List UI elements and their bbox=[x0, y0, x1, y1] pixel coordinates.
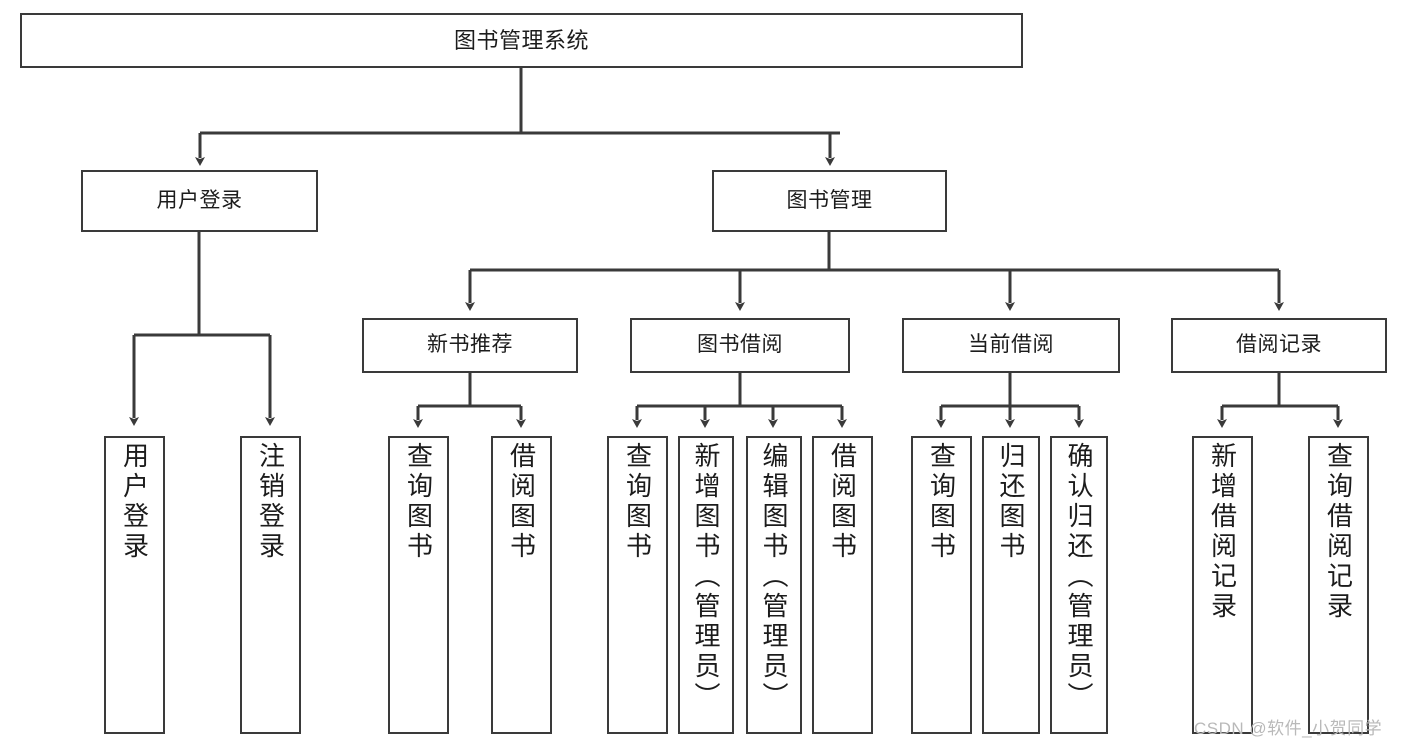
leaf-confirm-return-admin[interactable]: 确认归还（管理员） bbox=[1050, 436, 1108, 734]
node-label: 查询图书 bbox=[622, 442, 653, 562]
node-label: 归还图书 bbox=[996, 442, 1026, 562]
node-label: 查询借阅记录 bbox=[1323, 442, 1354, 622]
node-label: 新增图书（管理员） bbox=[691, 442, 721, 712]
node-borrow-records[interactable]: 借阅记录 bbox=[1171, 318, 1387, 373]
node-label: 确认归还（管理员） bbox=[1064, 442, 1094, 712]
node-label: 图书管理系统 bbox=[453, 27, 589, 53]
leaf-add-borrow-record[interactable]: 新增借阅记录 bbox=[1192, 436, 1253, 734]
leaf-add-book-admin[interactable]: 新增图书（管理员） bbox=[678, 436, 734, 734]
node-label: 用户登录 bbox=[156, 188, 243, 212]
leaf-query-book-recommend[interactable]: 查询图书 bbox=[388, 436, 449, 734]
node-label: 编辑图书（管理员） bbox=[759, 442, 789, 712]
node-label: 当前借阅 bbox=[968, 333, 1054, 357]
node-label: 新增借阅记录 bbox=[1207, 442, 1238, 622]
node-label: 图书借阅 bbox=[697, 333, 783, 357]
leaf-query-borrow-record[interactable]: 查询借阅记录 bbox=[1308, 436, 1369, 734]
leaf-edit-book-admin[interactable]: 编辑图书（管理员） bbox=[746, 436, 802, 734]
leaf-query-book-borrow[interactable]: 查询图书 bbox=[607, 436, 668, 734]
leaf-query-book-current[interactable]: 查询图书 bbox=[911, 436, 972, 734]
node-label: 查询图书 bbox=[926, 442, 957, 562]
node-user-login[interactable]: 用户登录 bbox=[81, 170, 318, 232]
leaf-logout[interactable]: 注销登录 bbox=[240, 436, 301, 734]
node-root-book-management-system[interactable]: 图书管理系统 bbox=[20, 13, 1023, 68]
node-label: 借阅图书 bbox=[827, 442, 858, 562]
leaf-borrow-book-recommend[interactable]: 借阅图书 bbox=[491, 436, 552, 734]
node-book-borrow[interactable]: 图书借阅 bbox=[630, 318, 850, 373]
node-label: 借阅记录 bbox=[1236, 333, 1322, 357]
node-label: 用户登录 bbox=[119, 442, 150, 562]
leaf-return-book[interactable]: 归还图书 bbox=[982, 436, 1040, 734]
node-current-borrow[interactable]: 当前借阅 bbox=[902, 318, 1120, 373]
csdn-watermark: CSDN @软件_小贺同学 bbox=[1194, 719, 1383, 738]
node-label: 借阅图书 bbox=[506, 442, 537, 562]
leaf-user-login[interactable]: 用户登录 bbox=[104, 436, 165, 734]
node-label: 图书管理 bbox=[786, 188, 873, 212]
node-label: 查询图书 bbox=[403, 442, 434, 562]
node-new-book-recommend[interactable]: 新书推荐 bbox=[362, 318, 578, 373]
node-label: 注销登录 bbox=[255, 442, 286, 562]
node-book-management[interactable]: 图书管理 bbox=[712, 170, 947, 232]
leaf-borrow-book[interactable]: 借阅图书 bbox=[812, 436, 873, 734]
node-label: 新书推荐 bbox=[427, 333, 513, 357]
